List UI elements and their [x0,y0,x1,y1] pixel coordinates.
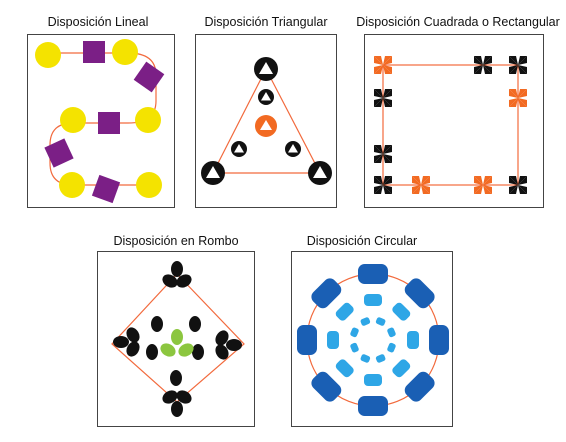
black-petal [151,316,163,332]
outer-blue-block [297,325,317,355]
inner-blue-block [360,317,371,326]
panel-rectangular [364,34,544,208]
panel-triangular [195,34,337,208]
middle-blue-block [392,359,411,378]
middle-blue-block [364,294,382,306]
triangle-shape [308,161,332,185]
yellow-circle [59,172,85,198]
outer-blue-block [404,278,435,309]
panel-circular [291,251,453,427]
middle-blue-block [327,331,339,349]
purple-square [98,112,120,134]
purple-square [133,61,165,93]
middle-blue-block [364,374,382,386]
triangle-guide [212,67,321,174]
rombo-diagram [111,261,245,417]
purple-square [83,41,105,63]
panel-title-rombo: Disposición en Rombo [113,234,239,248]
middle-blue-block [407,331,419,349]
purple-square [44,138,74,168]
green-petal [160,343,176,357]
leaf-cluster [113,325,143,359]
black-petal [189,316,201,332]
yellow-circle [112,39,138,65]
triangle-shape [258,89,274,105]
yellow-circle [60,107,86,133]
triangle-shape [285,141,301,157]
inner-blue-block [360,354,371,363]
yellow-circle [136,172,162,198]
rectangular-diagram [374,56,527,194]
lineal-diagram [35,39,165,204]
panel-title-triangular: Disposición Triangular [204,15,328,29]
triangle-shape-orange [255,115,277,137]
leaf-cluster [212,328,242,362]
inner-blue-block [375,317,386,326]
inner-blue-block [350,327,359,338]
middle-blue-block [335,359,354,378]
inner-blue-block [375,354,386,363]
outer-blue-block [404,371,435,402]
triangle-shape [201,161,225,185]
triangle-shape [231,141,247,157]
panel-rombo [97,251,255,427]
triangular-diagram [201,57,332,185]
panel-title-rectangular: Disposición Cuadrada o Rectangular [356,15,560,29]
outer-blue-block [358,264,388,284]
panel-lineal [27,34,175,208]
black-petal [170,370,182,386]
panel-title-circular: Disposición Circular [306,234,418,248]
purple-square [91,174,121,204]
yellow-circle [35,42,61,68]
outer-blue-block [311,371,342,402]
triangle-shape [254,57,278,81]
inner-blue-block [350,342,359,353]
black-petal [192,344,204,360]
yellow-circle [135,107,161,133]
square-guide [382,64,519,186]
panel-title-lineal: Disposición Lineal [47,15,149,29]
green-petal [171,329,183,345]
outer-blue-block [358,396,388,416]
green-petal [178,343,194,357]
middle-blue-block [392,302,411,321]
black-petal [146,344,158,360]
outer-blue-block [429,325,449,355]
outer-blue-block [311,278,342,309]
inner-blue-block [387,342,396,353]
circular-diagram [297,264,449,416]
middle-blue-block [335,302,354,321]
inner-blue-block [387,327,396,338]
